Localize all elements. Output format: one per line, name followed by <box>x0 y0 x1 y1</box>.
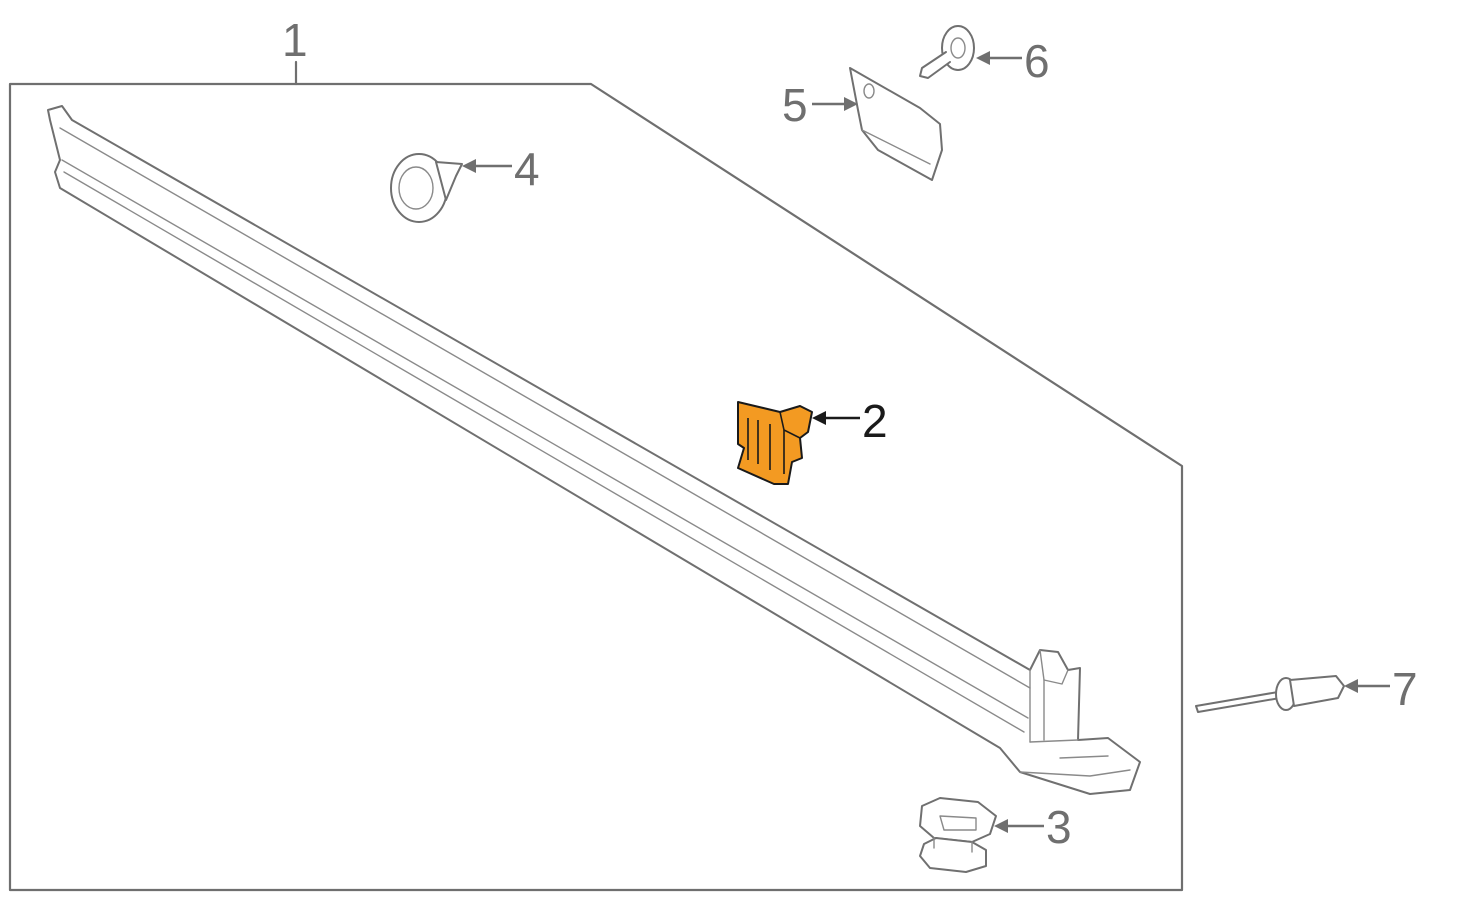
callout-6-label: 6 <box>1024 35 1050 87</box>
callout-3-label: 3 <box>1046 801 1072 853</box>
callout-4-label: 4 <box>514 143 540 195</box>
grommet-part <box>390 153 463 223</box>
leader-arrows <box>462 51 1390 833</box>
assembly-outline <box>8 60 1184 892</box>
rocker-molding-part <box>47 105 1141 795</box>
callout-7-label: 7 <box>1392 663 1418 715</box>
callout-5-label: 5 <box>782 79 808 131</box>
clip-nut-part <box>919 797 997 873</box>
rivet-part <box>1195 675 1345 713</box>
push-pin-part <box>919 25 975 79</box>
seal-plate-part <box>849 67 943 181</box>
bracket-part-highlighted <box>737 401 813 485</box>
callout-2-label: 2 <box>862 395 888 447</box>
callout-1-label: 1 <box>282 14 308 66</box>
